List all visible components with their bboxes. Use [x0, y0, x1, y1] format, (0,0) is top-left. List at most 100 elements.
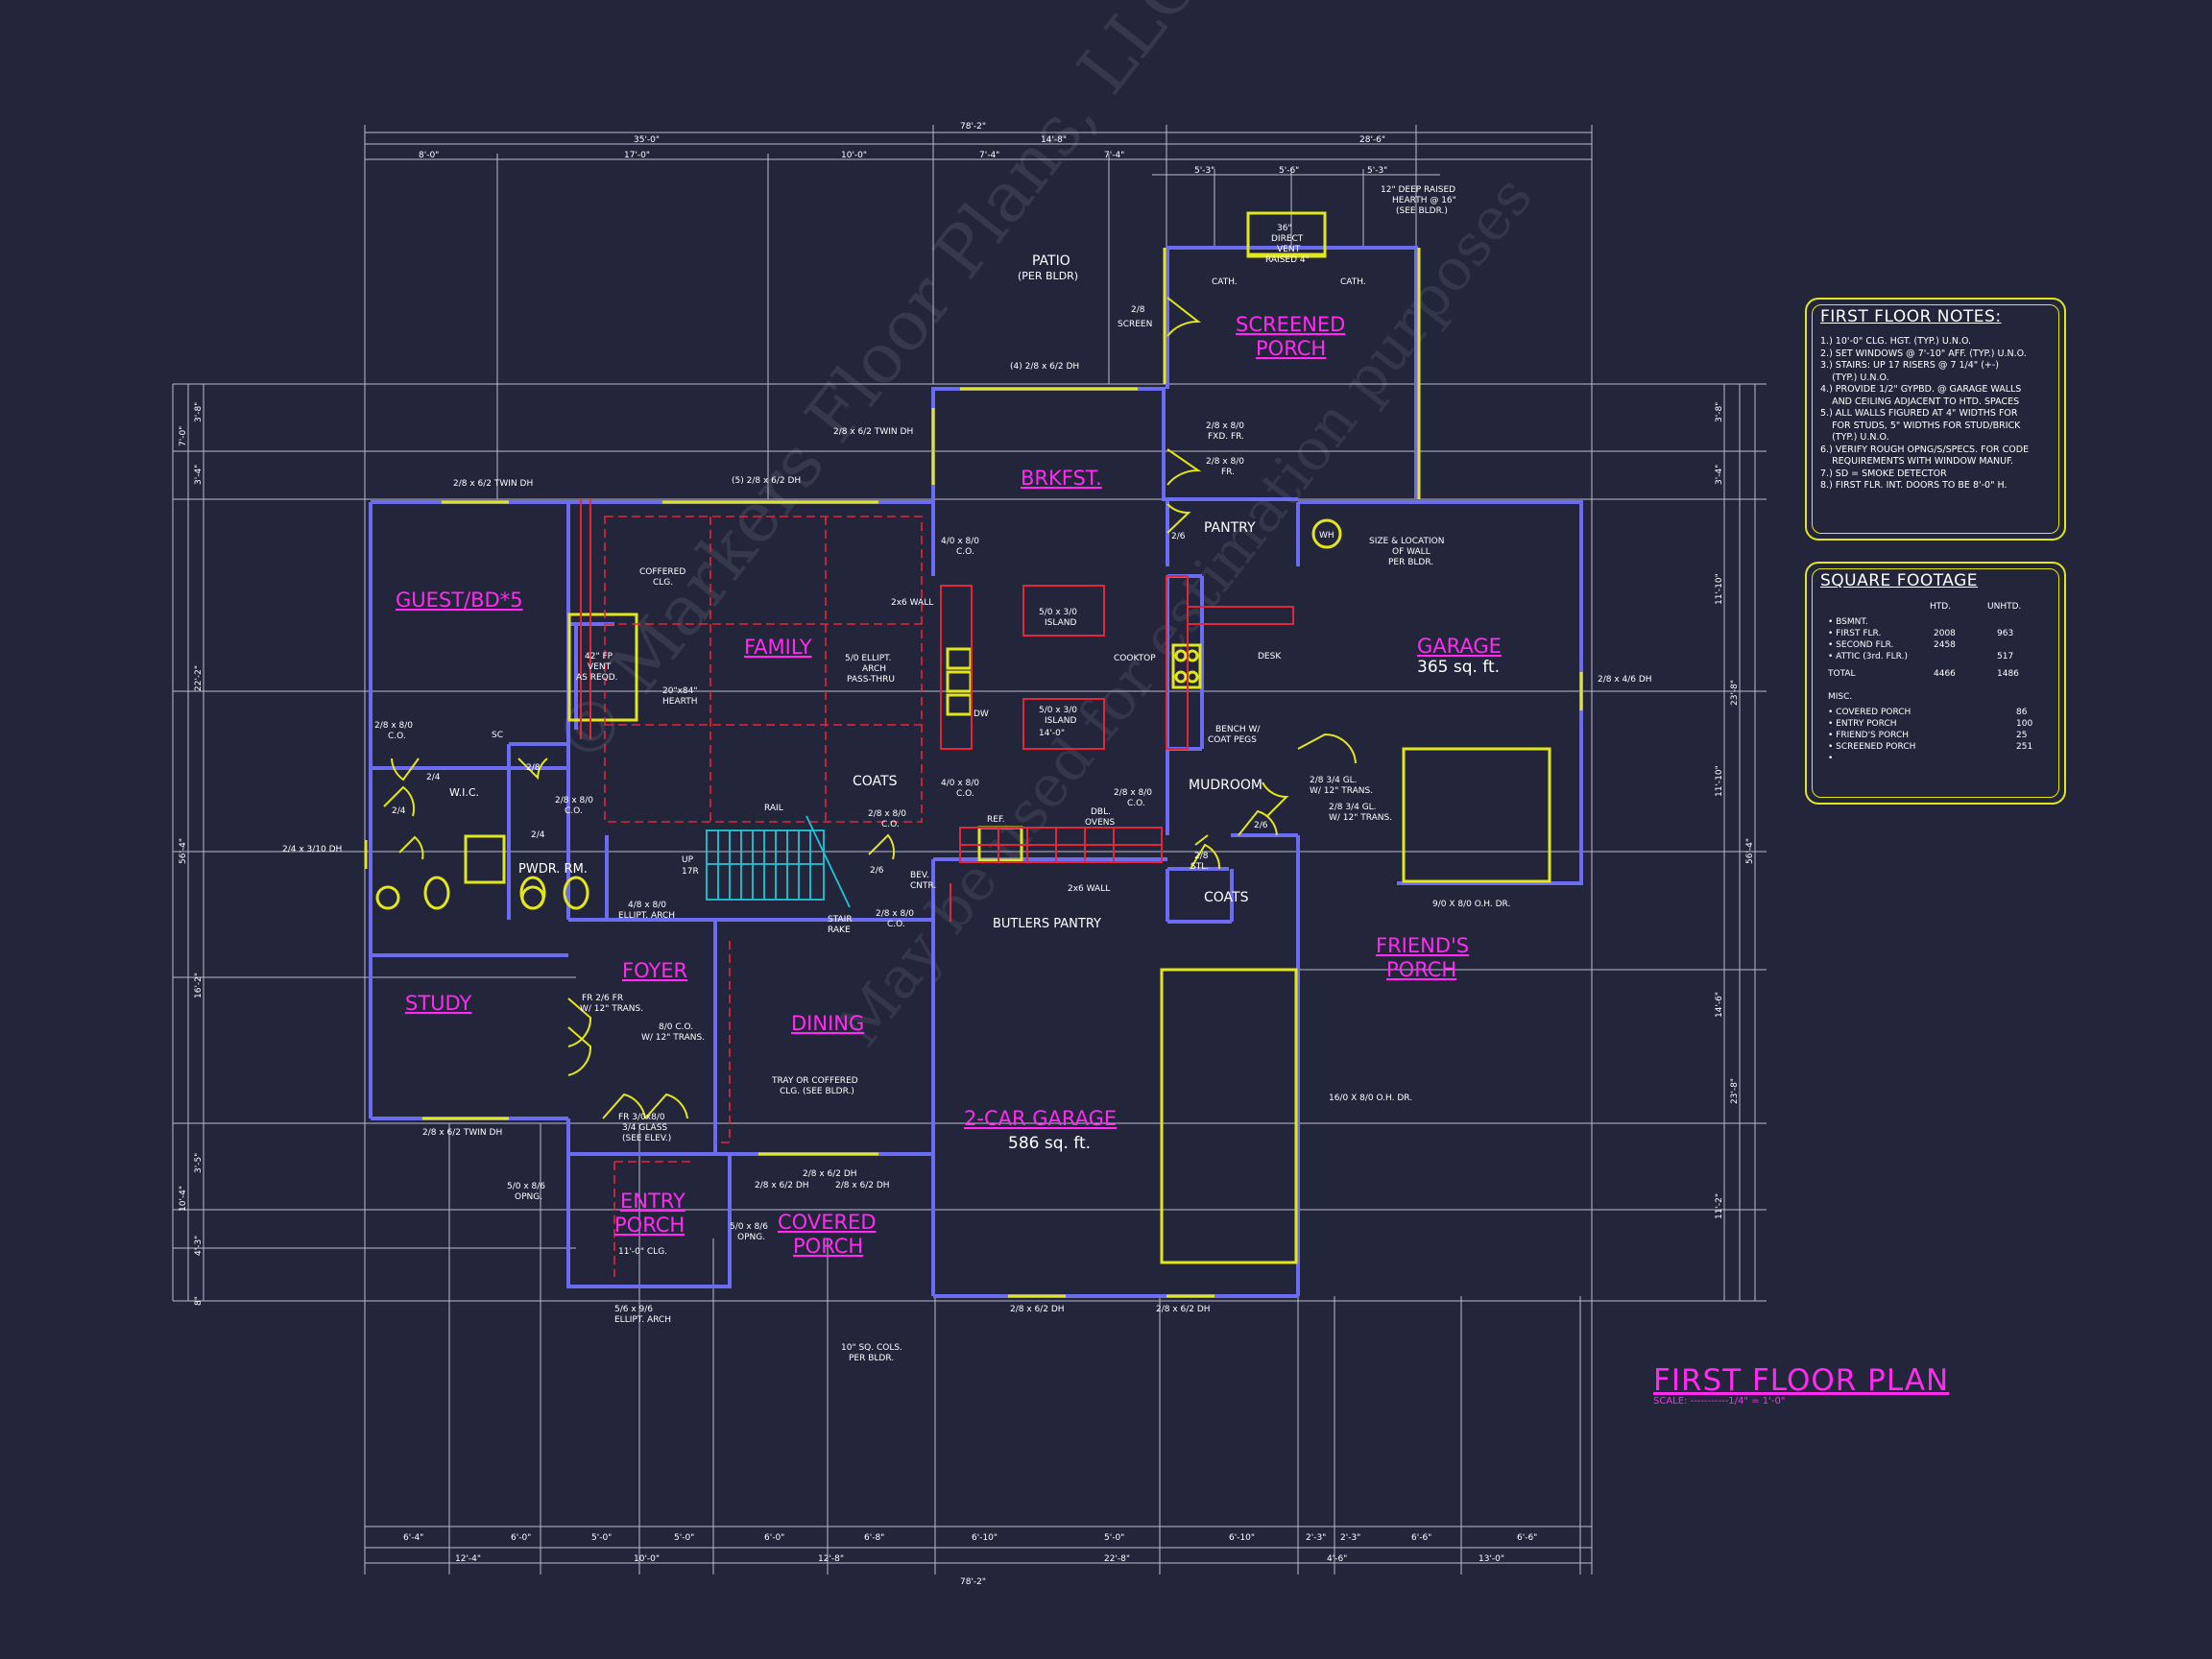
lbl-fr-glass: FR 3/0x8/0	[618, 1113, 665, 1122]
lbl-cols: 10" SQ. COLS.	[841, 1343, 902, 1353]
note-item: 8.) FIRST FLR. INT. DOORS TO BE 8'-0" H.	[1820, 480, 2008, 491]
lbl-arch-4-8b: ELLIPT. ARCH	[618, 911, 675, 921]
dim-bot-r2-0: 12'-4"	[455, 1554, 481, 1564]
note-item: (TYP.) U.N.O.	[1820, 432, 1889, 443]
dim-left-5: 3'-5"	[194, 1153, 204, 1173]
room-study: STUDY	[405, 992, 472, 1015]
sqft-row-label: • SECOND FLR.	[1828, 640, 1894, 650]
lbl-clg11: 11'-0" CLG.	[618, 1247, 667, 1257]
sqft-row-label: • ATTIC (3rd. FLR.)	[1828, 652, 1908, 661]
lbl-dw: DW	[974, 709, 989, 719]
dim-top-r3-2: 10'-0"	[841, 151, 867, 160]
dim-top-r3-3: 7'-4"	[979, 151, 999, 160]
lbl-co-2-8bb: C.O.	[565, 806, 583, 816]
lbl-stair-rake: STAIR	[828, 915, 853, 925]
room-dining: DINING	[791, 1012, 864, 1035]
lbl-hearth: 20"x84"	[662, 686, 698, 696]
lbl-ellipt: 5/0 ELLIPT.	[845, 654, 891, 663]
room-garage: GARAGE	[1417, 635, 1502, 658]
lbl-twin-dh-study: 2/8 x 6/2 TWIN DH	[422, 1128, 502, 1138]
lbl-tray: TRAY OR COFFERED	[771, 1076, 858, 1086]
lbl-up: UP	[682, 855, 694, 865]
dim-bot-r3-7: 5'-0"	[1104, 1533, 1124, 1543]
room-labels: GUEST/BD*5 FAMILY BRKFST. SCREENED PORCH…	[396, 253, 1502, 1258]
dim-right-2: 11'-10"	[1715, 573, 1724, 605]
lbl-dh-garage-2: 2/8 x 6/2 DH	[1156, 1305, 1211, 1314]
dim-bottom-overall: 78'-2"	[960, 1577, 986, 1587]
lbl-island1b: ISLAND	[1045, 618, 1076, 628]
lbl-direct-vent: 36"	[1277, 224, 1292, 233]
dim-left-3: 22'-2"	[194, 665, 204, 691]
lbl-door-28: 2/8	[526, 763, 541, 773]
dim-right-3: 23'-8"	[1730, 680, 1740, 706]
dim-top-r3-7: 5'-3"	[1367, 166, 1387, 176]
note-item: AND CEILING ADJACENT TO HTD. SPACES	[1820, 396, 2020, 407]
dim-right-0: 3'-8"	[1715, 402, 1724, 422]
lbl-ellipt-arch2: ELLIPT. ARCH	[614, 1315, 671, 1325]
lbl-rail: RAIL	[764, 804, 783, 813]
dimension-lines	[172, 125, 1767, 1575]
room-butlers-pantry: BUTLERS PANTRY	[993, 917, 1101, 931]
dim-left-2: 3'-4"	[194, 465, 204, 485]
room-foyer: FOYER	[622, 959, 687, 982]
room-family: FAMILY	[744, 636, 812, 659]
sqft-row-label: • BSMNT.	[1828, 617, 1868, 627]
room-screened-porch-2: PORCH	[1256, 337, 1326, 360]
room-two-car-garage: 2-CAR GARAGE	[964, 1107, 1117, 1130]
dim-bot-r3-11: 6'-6"	[1411, 1533, 1431, 1543]
lbl-wh-note: SIZE & LOCATION	[1369, 537, 1444, 546]
lbl-stl2: STL.	[1190, 862, 1209, 872]
dim-left-1: 3'-8"	[194, 402, 204, 422]
dim-bot-r3-8: 6'-10"	[1229, 1533, 1255, 1543]
lbl-garage-door-small: 9/0 X 8/0 O.H. DR.	[1432, 900, 1510, 909]
lbl-wh: WH	[1319, 531, 1334, 541]
lbl-ref: REF.	[987, 815, 1005, 825]
plan-title: FIRST FLOOR PLAN	[1653, 1363, 1950, 1398]
lbl-co-trans2: W/ 12" TRANS.	[641, 1033, 705, 1043]
lbl-co-2-8cb: C.O.	[881, 820, 900, 830]
sqft-row-unhtd: 517	[1997, 652, 2014, 661]
lbl-co-4-8: 4/0 x 8/0	[941, 537, 979, 546]
room-friends-porch-2: PORCH	[1386, 958, 1456, 981]
room-coats-1: COATS	[853, 774, 898, 789]
lbl-wh-note2: OF WALL	[1392, 547, 1431, 557]
lbl-opng1: 5/0 x 8/6	[507, 1182, 545, 1191]
sqft-row-htd: 4466	[1934, 669, 1956, 679]
lbl-dbl-ovens: DBL.	[1091, 807, 1111, 817]
sqft-row: • SECOND FLR. 2458	[1828, 640, 2078, 652]
lbl-dh-cov-3: 2/8 x 6/2 DH	[835, 1181, 890, 1190]
lbl-twin-dh-top: 2/8 x 6/2 TWIN DH	[453, 479, 533, 489]
room-patio-sub: (PER BLDR)	[1018, 270, 1078, 282]
dim-left-0: 7'-0"	[179, 426, 188, 446]
lbl-fr-glass2: 3/4 GLASS	[622, 1123, 667, 1133]
dim-bot-r3-6: 6'-10"	[972, 1533, 998, 1543]
lbl-wall-2x6b: 2x6 WALL	[1068, 884, 1110, 894]
lbl-co-4-8c: 4/0 x 8/0	[941, 779, 979, 788]
dim-bot-r3-3: 5'-0"	[674, 1533, 694, 1543]
lbl-cooktop: COOKTOP	[1114, 654, 1156, 663]
dim-left-7: 4'-3"	[194, 1236, 204, 1256]
note-item: 1.) 10'-0" CLG. HGT. (TYP.) U.N.O.	[1820, 336, 1972, 347]
dim-right-7: 11'-2"	[1715, 1193, 1724, 1219]
lbl-co-2-8c: 2/8 x 8/0	[868, 809, 906, 819]
sqft-row-misc: MISC.	[1828, 692, 2078, 704]
room-entry-porch-1: ENTRY	[620, 1190, 685, 1213]
first-floor-notes-panel: FIRST FLOOR NOTES: 1.) 10'-0" CLG. HGT. …	[1805, 298, 2066, 541]
note-item: 6.) VERIFY ROUGH OPNG/S/SPECS. FOR CODE	[1820, 444, 2030, 455]
dim-left-overall: 56'-4"	[179, 838, 188, 864]
sqft-row: •	[1828, 754, 2078, 765]
windows	[364, 211, 1583, 1298]
dim-bot-r3-4: 6'-0"	[764, 1533, 784, 1543]
dim-right-4: 11'-10"	[1715, 765, 1724, 797]
lbl-fp: 42" FP	[585, 652, 613, 661]
lbl-sc: SC	[492, 731, 503, 740]
lbl-door-26c: 2/6	[870, 866, 884, 876]
lbl-fp3: AS REQD.	[576, 673, 618, 683]
plan-annotations: 2/8 x 6/2 TWIN DH (5) 2/8 x 6/2 DH (4) 2…	[282, 185, 1652, 1363]
note-item: FOR STUDS, 5" WIDTHS FOR STUD/BRICK	[1820, 420, 2021, 431]
lbl-cols2: PER BLDR.	[849, 1354, 894, 1363]
lbl-screen-door2: SCREEN	[1118, 320, 1152, 329]
sqft-row-label: • FIRST FLR.	[1828, 629, 1882, 638]
room-wic: W.I.C.	[449, 786, 479, 799]
coffered-ceiling-lines	[604, 516, 923, 1277]
